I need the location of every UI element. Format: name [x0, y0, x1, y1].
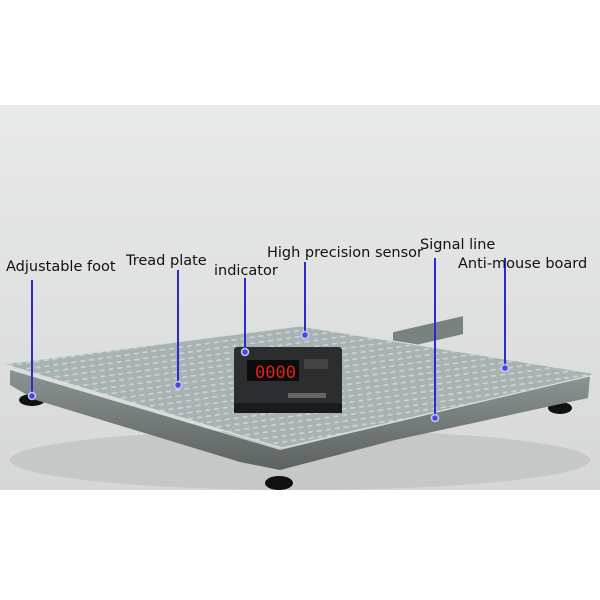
display-reading: 0000: [255, 363, 296, 383]
label-anti-mouse-board: Anti-mouse board: [458, 256, 588, 272]
label-adjustable-foot: Adjustable foot: [6, 259, 116, 275]
anti-mouse-board: [393, 316, 463, 351]
label-indicator: indicator: [214, 263, 278, 279]
weighing-indicator: 0000: [234, 347, 342, 413]
front-right-side: [280, 376, 590, 470]
label-high-precision-sensor: High precision sensor: [267, 245, 424, 261]
marker-dots: [27, 330, 510, 423]
leader-lines: [31, 258, 506, 418]
label-signal-line: Signal line: [420, 237, 496, 253]
front-left-side: [10, 370, 280, 470]
label-tread-plate: Tread plate: [126, 253, 207, 269]
